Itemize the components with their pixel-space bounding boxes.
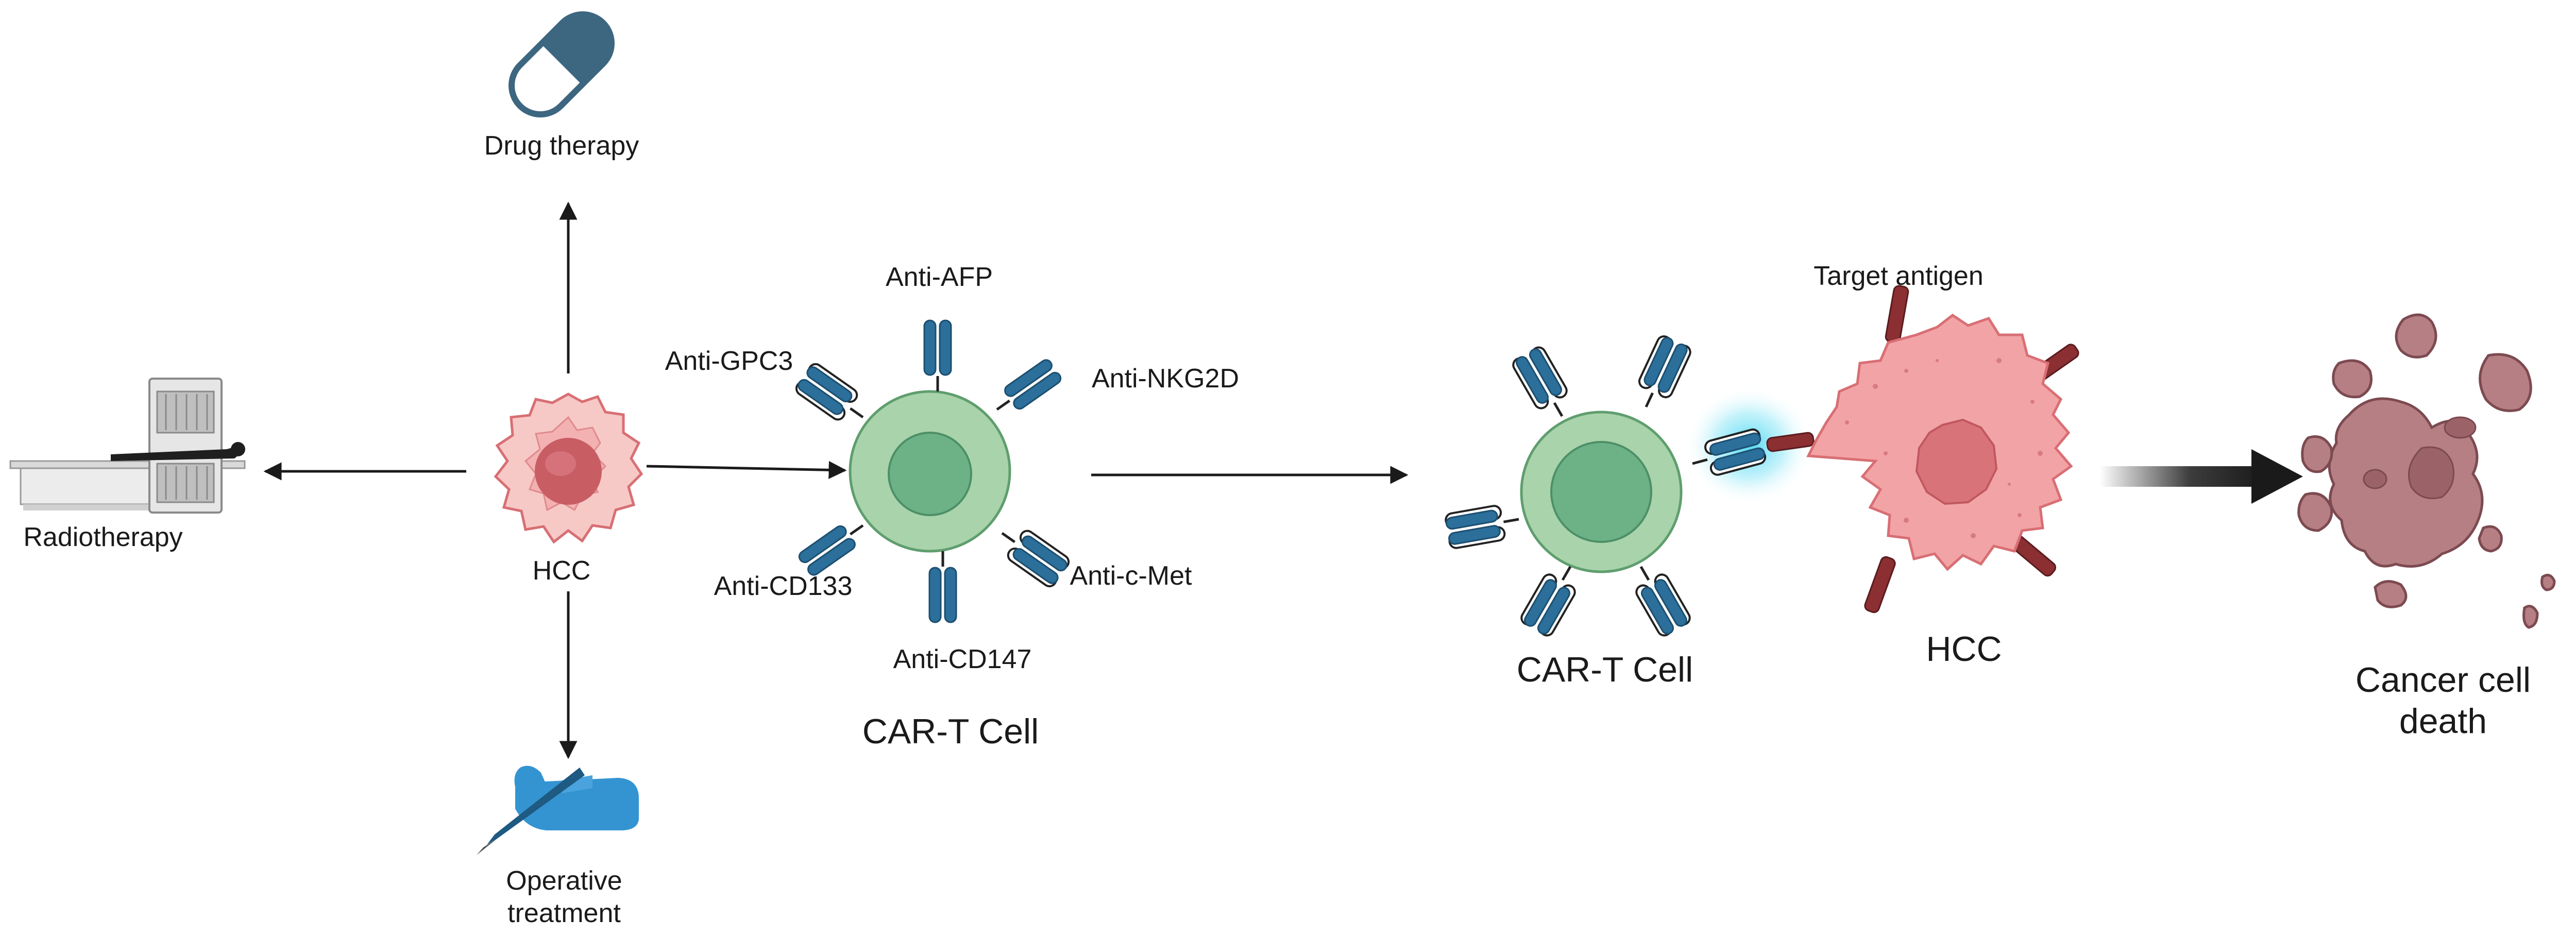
receptor-anti-afp [924, 320, 951, 391]
car-t-cell-2-icon [1520, 411, 1683, 573]
anti-afp-label: Anti-AFP [886, 262, 993, 292]
arrow-to-car-t [646, 461, 847, 479]
receptor-anti-nkg2d [989, 358, 1063, 421]
dead-cancer-cell-icon [2297, 313, 2556, 629]
car-t-cell-2-label: CAR-T Cell [1517, 650, 1693, 689]
car-t-receptor-panel: Anti-AFP Anti-GPC3 Anti-NKG2D Anti-c-Met… [665, 262, 1409, 751]
car-t-cell-icon [849, 390, 1011, 553]
anti-cd133-label: Anti-CD133 [714, 571, 853, 601]
anti-cd147-label: Anti-CD147 [893, 644, 1032, 674]
hcc-tumor-label: HCC [1926, 629, 2002, 669]
radiotherapy-label: Radiotherapy [23, 522, 182, 552]
receptor-anti-c-met [992, 519, 1071, 589]
target-antigen-label: Target antigen [1814, 261, 1984, 291]
car-t-panel-title: CAR-T Cell [862, 712, 1039, 751]
receptor-anti-cd147 [929, 551, 956, 622]
operative-label-line1: Operative [506, 866, 622, 896]
treatment-panel: Drug therapy Radiotherapy [9, 11, 847, 928]
anti-nkg2d-label: Anti-NKG2D [1092, 364, 1239, 394]
outcome-label-line2: death [2399, 702, 2487, 741]
operative-label-line2: treatment [507, 898, 621, 928]
outcome-label-line1: Cancer cell [2355, 660, 2531, 700]
big-arrow-to-death [2099, 449, 2303, 504]
drug-therapy-label: Drug therapy [484, 131, 639, 161]
anti-c-met-label: Anti-c-Met [1070, 561, 1192, 591]
hcc-tumor-icon [1766, 285, 2079, 614]
capsule-icon [508, 11, 615, 118]
ct-scanner-icon [9, 378, 246, 514]
hcc-label: HCC [533, 556, 591, 586]
receptor-anti-gpc3 [794, 362, 873, 432]
receptor-anti-cd133 [797, 515, 871, 577]
hcc-cell-icon [494, 393, 643, 544]
gloved-hand-scalpel-icon [477, 765, 639, 855]
anti-gpc3-label: Anti-GPC3 [665, 346, 793, 376]
interaction-panel: Target antigen CAR-T Cell HCC Cancer cel… [1445, 261, 2556, 741]
